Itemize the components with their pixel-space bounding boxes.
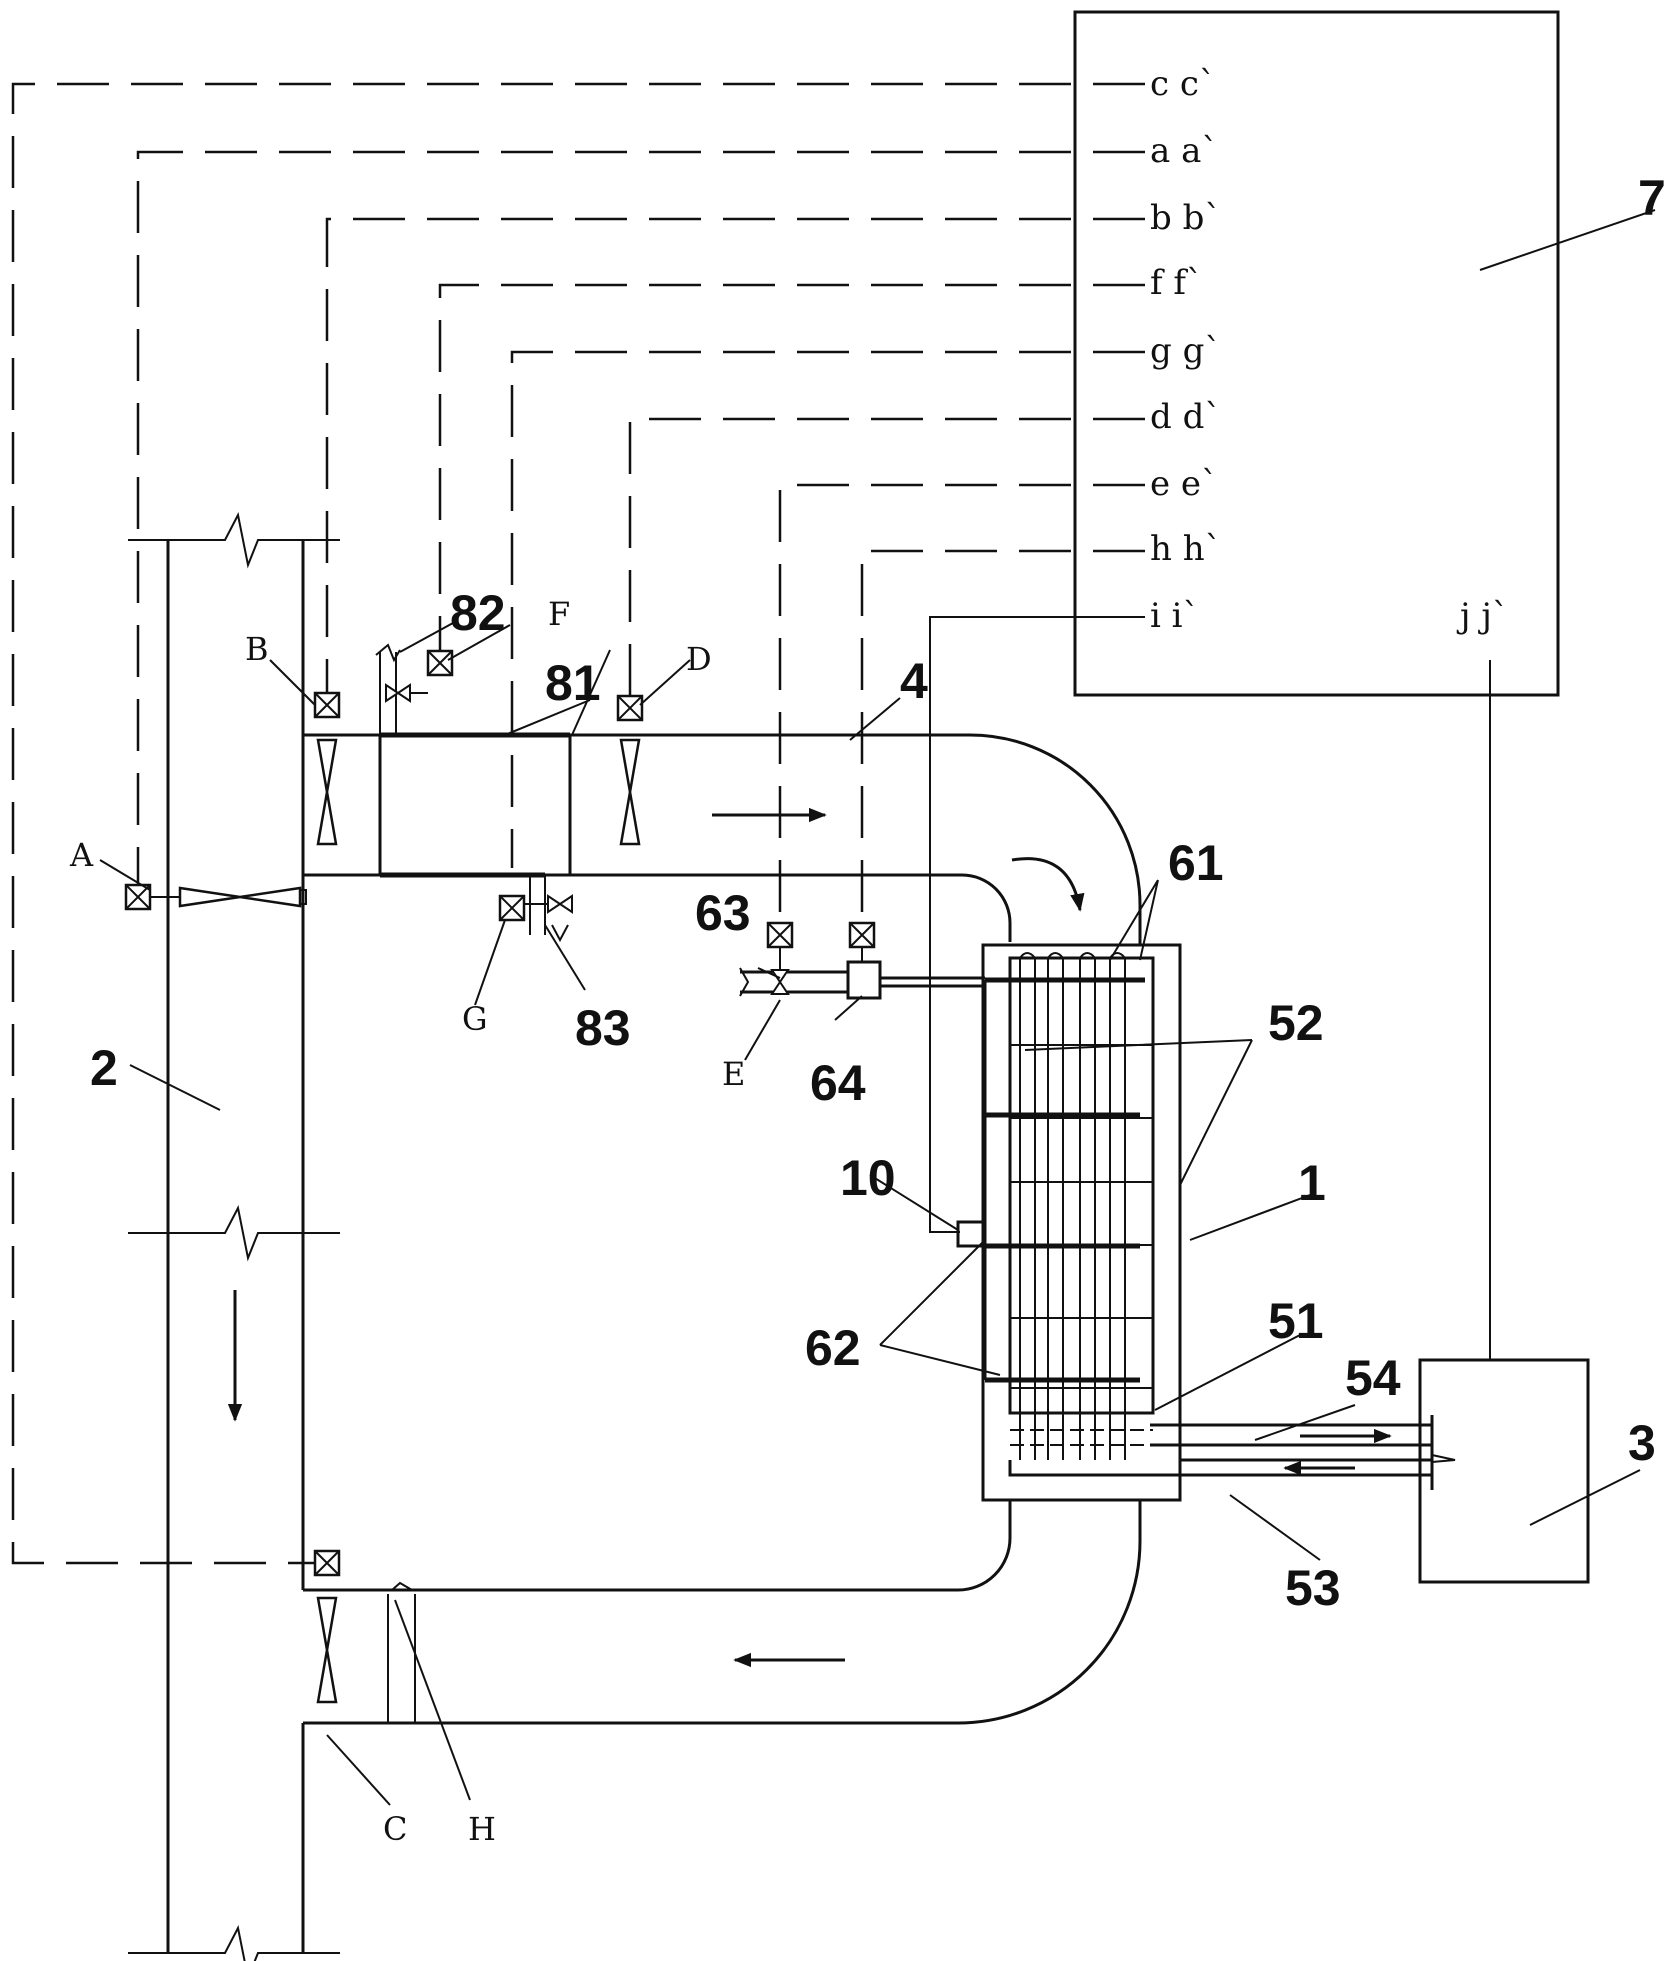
actuator-icons [124,649,876,1577]
leader-lines [99,209,1656,1806]
column-2 [128,512,340,1961]
actuator-icon-D [616,694,644,722]
label-81: 81 [545,655,601,711]
terminal-j: j j` [1456,596,1509,636]
actuator-icon-F [426,649,454,677]
controller-terminals: c c` a a` b b` f f` g g` d d` e e` h h` … [1150,64,1509,636]
terminal-d: d d` [1150,397,1221,437]
label-valve-F: F [548,595,570,633]
label-valve-D: D [686,640,712,678]
label-1: 1 [1298,1155,1326,1211]
label-62: 62 [805,1320,861,1376]
valve-icon-A [178,886,302,908]
actuator-icon-B [313,691,341,719]
label-61: 61 [1168,835,1224,891]
valve-icon-B [316,738,338,846]
return-duct [303,1500,1142,1725]
terminal-f: f f` [1150,263,1203,303]
label-51: 51 [1268,1293,1324,1349]
wire-i [929,616,1145,1233]
actuator-icon-E [766,921,794,949]
terminal-c: c c` [1150,64,1216,104]
terminal-h: h h` [1150,529,1222,569]
terminal-i: i i` [1150,596,1200,636]
part-labels: 7 4 81 82 83 61 52 63 64 10 1 62 51 54 3… [69,170,1666,1848]
butterfly-valve-icons [150,738,641,1704]
pipes-53-54 [1150,1415,1456,1490]
label-83: 83 [575,1000,631,1056]
actuator-icon-C [313,1549,341,1577]
label-54: 54 [1345,1350,1401,1406]
label-10: 10 [840,1150,896,1206]
unit-3-box [1418,1358,1590,1584]
label-valve-C: C [383,1810,407,1848]
label-63: 63 [695,885,751,941]
signal-lines [11,82,1145,1565]
controller-box [1073,10,1560,697]
label-7: 7 [1638,170,1666,226]
valve-icon-C [316,1596,338,1704]
terminal-a: a a` [1150,131,1218,171]
actuator-icon-64 [848,921,876,949]
label-82: 82 [450,585,506,641]
label-valve-A: A [69,836,94,874]
valve-icon-D [619,738,641,846]
valve-82-assembly [375,643,428,735]
terminal-g: g g` [1150,331,1221,371]
flow-arrow-icons [227,807,1085,1668]
label-53: 53 [1285,1560,1341,1616]
label-52: 52 [1268,995,1324,1051]
spray-line [739,935,985,1000]
duct-4 [303,732,1142,945]
heat-exchanger-1 [981,943,1182,1502]
label-valve-B: B [245,630,269,668]
label-4: 4 [900,653,928,709]
label-3: 3 [1628,1415,1656,1471]
terminal-e: e e` [1150,464,1218,504]
label-valve-H: H [468,1810,496,1848]
actuator-icon-G [498,894,526,922]
terminal-b: b b` [1150,198,1221,238]
item-10 [956,1220,986,1248]
label-64: 64 [810,1055,866,1111]
label-valve-E: E [722,1055,745,1093]
label-2: 2 [90,1040,118,1096]
label-valve-G: G [462,1000,488,1038]
